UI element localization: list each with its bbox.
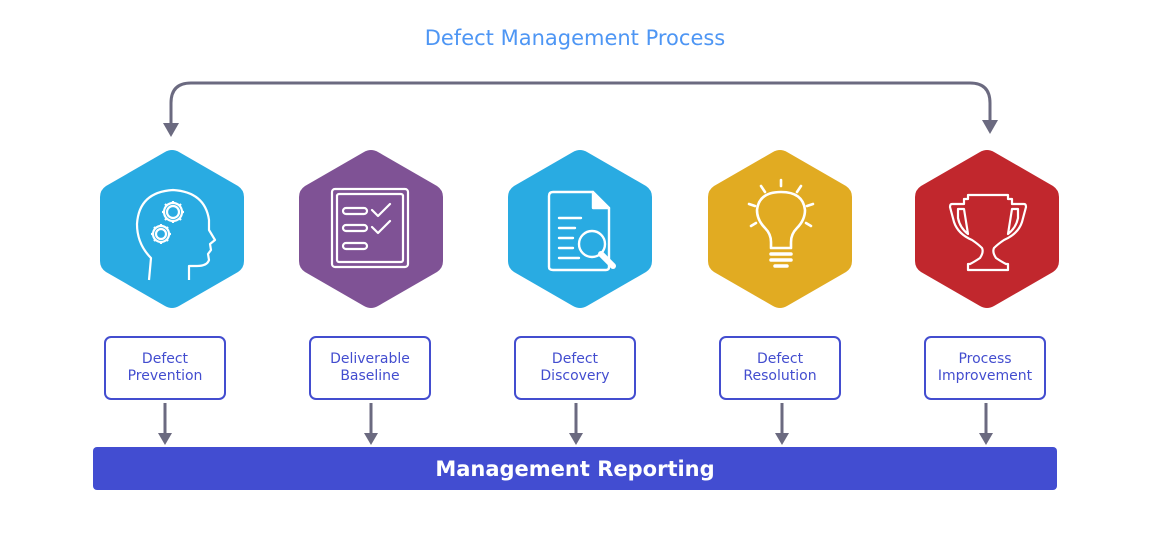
step-defect-prevention: [97, 146, 247, 312]
step-deliverable-baseline: [296, 146, 446, 312]
feedback-loop-connector: [169, 81, 992, 124]
diagram-title: Defect Management Process: [424, 26, 726, 50]
hexagon-shape: [708, 150, 852, 308]
down-arrow-4: [775, 403, 789, 445]
checklist-icon: [330, 187, 410, 269]
lightbulb-icon: [747, 178, 815, 268]
document-search-icon: [547, 190, 616, 272]
down-connectors: [158, 403, 993, 445]
head-gears-icon: [135, 188, 217, 281]
management-reporting-bar: Management Reporting: [93, 447, 1057, 490]
down-arrow-3: [569, 403, 583, 445]
trophy-icon: [948, 193, 1028, 272]
arrowhead-right-icon: [982, 120, 998, 134]
step-process-improvement: [912, 146, 1062, 312]
management-reporting-label: Management Reporting: [435, 456, 715, 481]
step-defect-resolution: [705, 146, 855, 312]
hexagon-shape: [100, 150, 244, 308]
hexagon-shape: [299, 150, 443, 308]
down-arrow-1: [158, 403, 172, 445]
hexagon-shape: [508, 150, 652, 308]
hexagon-shape: [915, 150, 1059, 308]
step-defect-discovery: [505, 146, 655, 312]
arrowhead-left-icon: [163, 123, 179, 137]
down-arrow-5: [979, 403, 993, 445]
down-arrow-2: [364, 403, 378, 445]
